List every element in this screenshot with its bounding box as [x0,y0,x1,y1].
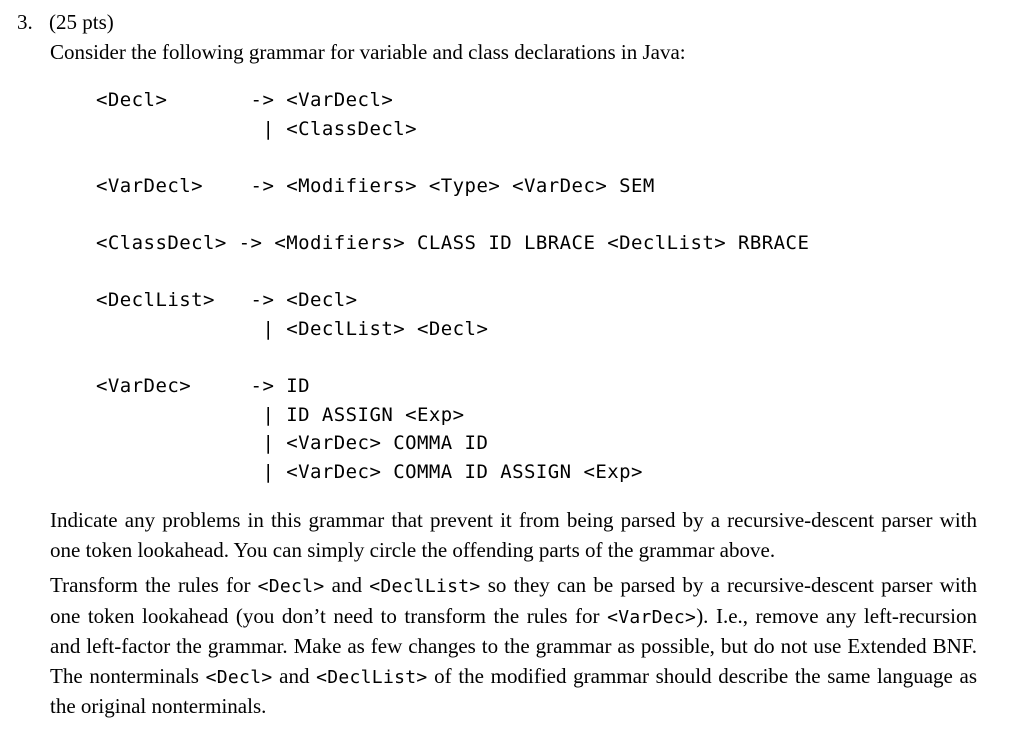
problem-points-label: (25 pts) [49,10,114,34]
grammar-rule-decl-rule: <Decl> -> <VarDecl> | <ClassDecl> [96,86,809,143]
grammar-line: | <ClassDecl> [96,117,418,140]
paragraph-problem-statement: Indicate any problems in this grammar th… [50,506,977,565]
paragraph-text: so they can be parsed by a recursive-des… [50,573,977,628]
grammar-line: | <VarDec> COMMA ID ASSIGN <Exp> [96,460,643,483]
grammar-line: <ClassDecl> -> <Modifiers> CLASS ID LBRA… [96,231,810,254]
grammar-line: | ID ASSIGN <Exp> [96,403,465,426]
grammar-line: <DeclList> -> <Decl> [96,289,358,312]
grammar-rule-decllist-rule: <DeclList> -> <Decl> | <DeclList> <Decl> [96,286,809,343]
inline-code-token: <DeclList> [316,666,428,688]
problem-intro-text: Consider the following grammar for varia… [50,40,686,64]
problem-number: 3. [17,10,33,34]
grammar-block: <Decl> -> <VarDecl> | <ClassDecl> <VarDec… [96,86,809,486]
grammar-rule-vardecl-rule: <VarDecl> -> <Modifiers> <Type> <VarDec>… [96,172,809,201]
grammar-rule-vardec-rule: <VarDec> -> ID | ID ASSIGN <Exp> | <VarD… [96,372,809,486]
grammar-line: <Decl> -> <VarDecl> [96,89,394,111]
inline-code-token: <Decl> [257,576,325,597]
inline-code-token: <VarDec> [607,606,697,628]
inline-code-token: <DeclList> [369,576,481,597]
grammar-rule-classdecl-rule: <ClassDecl> -> <Modifiers> CLASS ID LBRA… [96,229,809,258]
grammar-line: <VarDec> -> ID [96,374,311,397]
paragraph-text: ). I.e., remove any left-recursion and l… [50,603,977,688]
paragraph-text: and [272,663,317,688]
problem-header: 3. (25 pts) [17,8,997,37]
grammar-line: <VarDecl> -> <Modifiers> <Type> <VarDec>… [96,174,655,197]
inline-code-token: <Decl> [205,666,273,688]
paragraph-text: of the modified grammar should describe … [50,663,977,719]
paragraph-text: Transform the rules for [50,573,258,597]
grammar-line: | <DeclList> <Decl> [96,317,489,340]
paragraph-text: Indicate any problems in this grammar th… [50,508,977,562]
grammar-line: | <VarDec> COMMA ID [96,432,489,455]
paragraph-transform-instructions: Transform the rules for <Decl> and <Decl… [50,571,977,722]
paragraph-text: and [324,573,370,597]
